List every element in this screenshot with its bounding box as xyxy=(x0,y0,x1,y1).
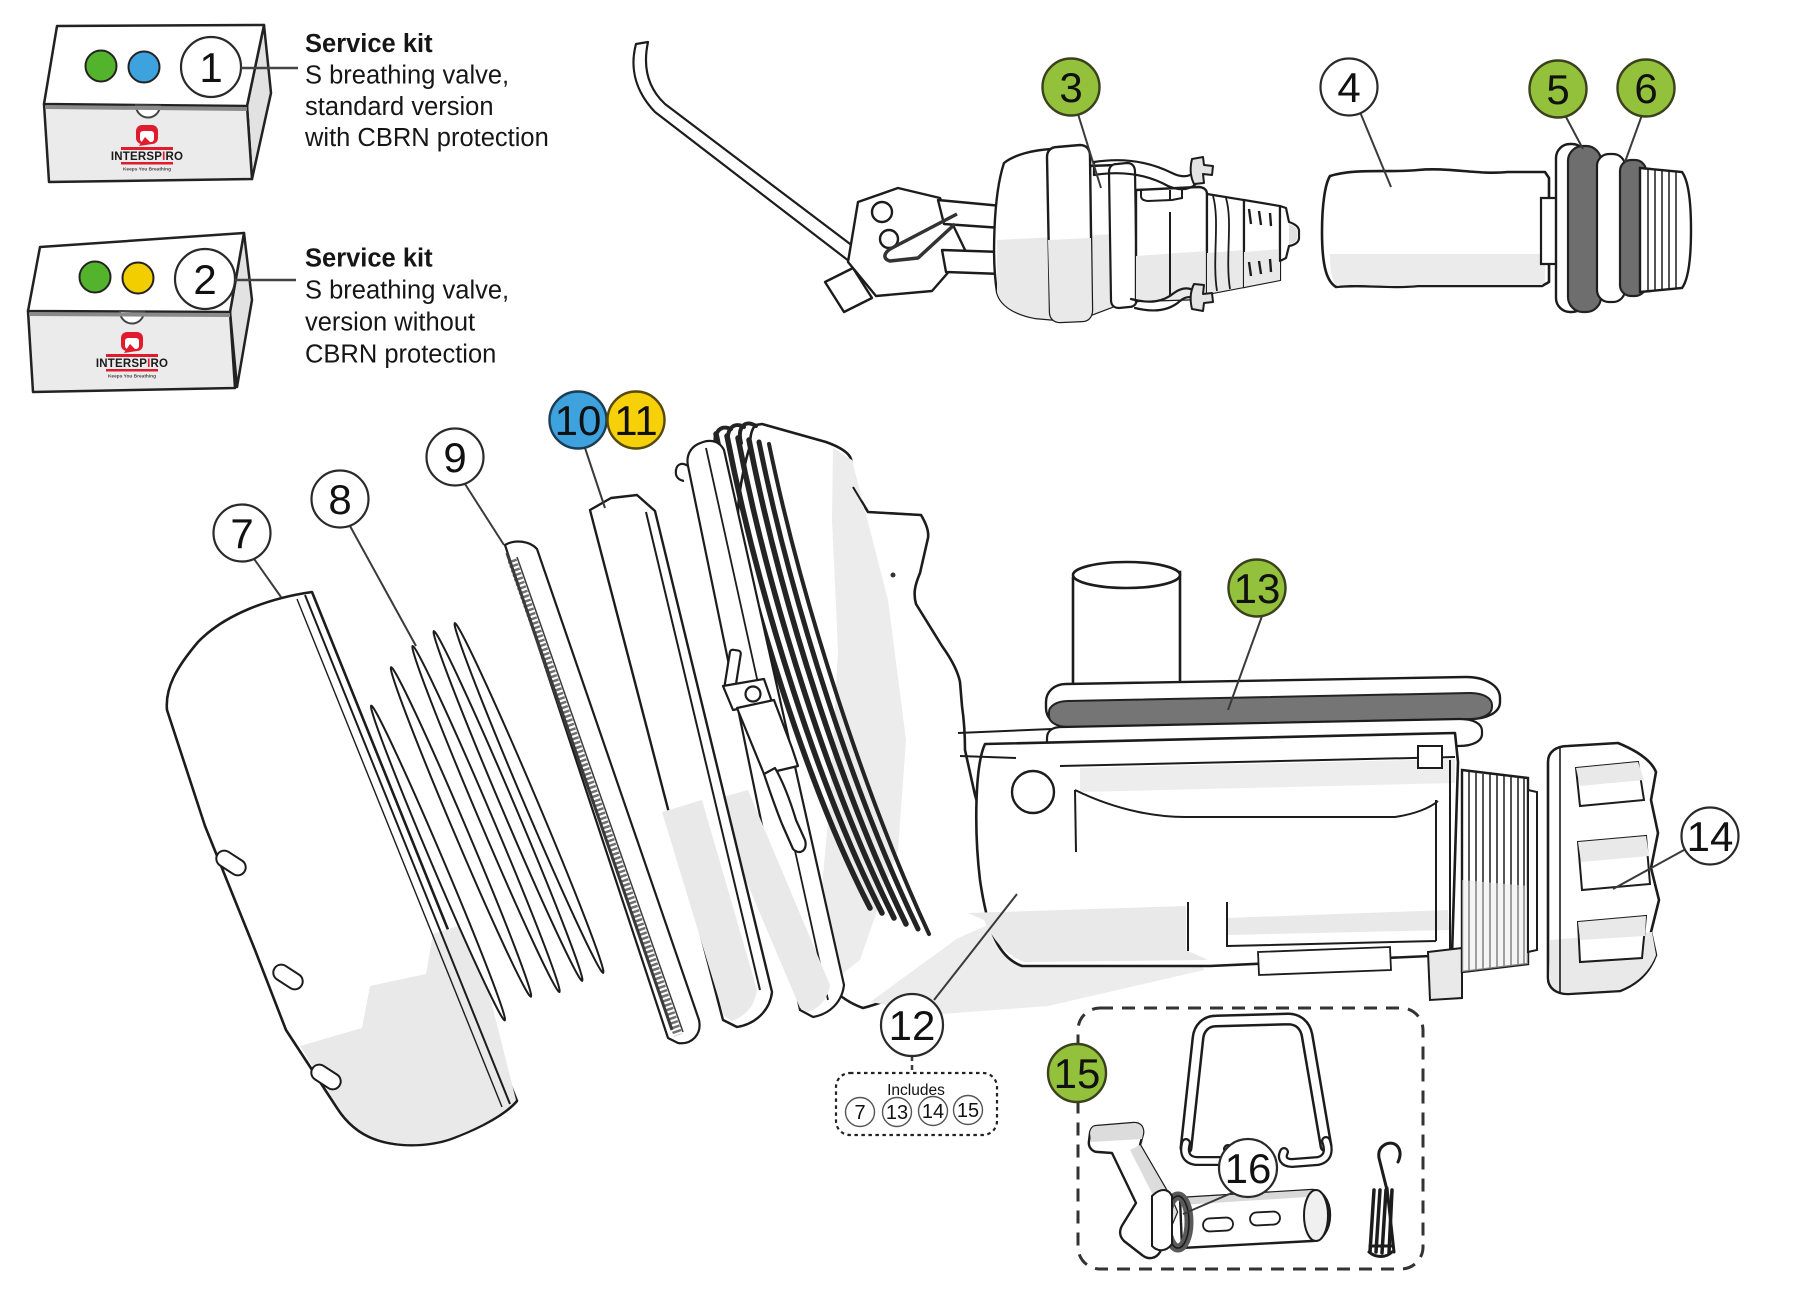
svg-text:Keeps You Breathing: Keeps You Breathing xyxy=(123,167,171,173)
svg-text:11: 11 xyxy=(614,397,658,444)
svg-text:S breathing valve,: S breathing valve, xyxy=(305,277,509,305)
svg-text:3: 3 xyxy=(1059,64,1082,111)
svg-text:7: 7 xyxy=(854,1102,865,1124)
svg-text:1: 1 xyxy=(199,44,222,91)
svg-text:12: 12 xyxy=(889,1002,936,1049)
svg-text:Includes: Includes xyxy=(887,1082,945,1099)
svg-text:INTERSPIRO: INTERSPIRO xyxy=(111,151,183,163)
svg-text:14: 14 xyxy=(922,1101,944,1123)
svg-text:9: 9 xyxy=(443,434,466,481)
svg-text:INTERSPIRO: INTERSPIRO xyxy=(96,358,168,370)
svg-text:5: 5 xyxy=(1546,66,1569,113)
svg-text:S breathing valve,: S breathing valve, xyxy=(305,62,509,90)
svg-text:Service kit: Service kit xyxy=(305,245,433,273)
svg-text:10: 10 xyxy=(555,397,602,444)
svg-text:15: 15 xyxy=(1054,1050,1101,1097)
svg-text:version without: version without xyxy=(305,309,475,337)
svg-text:7: 7 xyxy=(230,510,253,557)
svg-text:8: 8 xyxy=(328,476,351,523)
svg-text:16: 16 xyxy=(1225,1145,1272,1192)
svg-text:with CBRN protection: with CBRN protection xyxy=(304,124,549,152)
svg-text:CBRN protection: CBRN protection xyxy=(305,341,496,369)
svg-text:14: 14 xyxy=(1687,813,1734,860)
svg-text:4: 4 xyxy=(1337,64,1360,111)
svg-text:2: 2 xyxy=(193,256,216,303)
svg-text:13: 13 xyxy=(886,1102,908,1124)
svg-text:Service kit: Service kit xyxy=(305,30,433,58)
svg-text:6: 6 xyxy=(1634,65,1657,112)
svg-text:15: 15 xyxy=(957,1100,979,1122)
svg-text:Keeps You Breathing: Keeps You Breathing xyxy=(108,374,156,380)
svg-text:standard version: standard version xyxy=(305,93,494,121)
svg-text:13: 13 xyxy=(1234,565,1281,612)
